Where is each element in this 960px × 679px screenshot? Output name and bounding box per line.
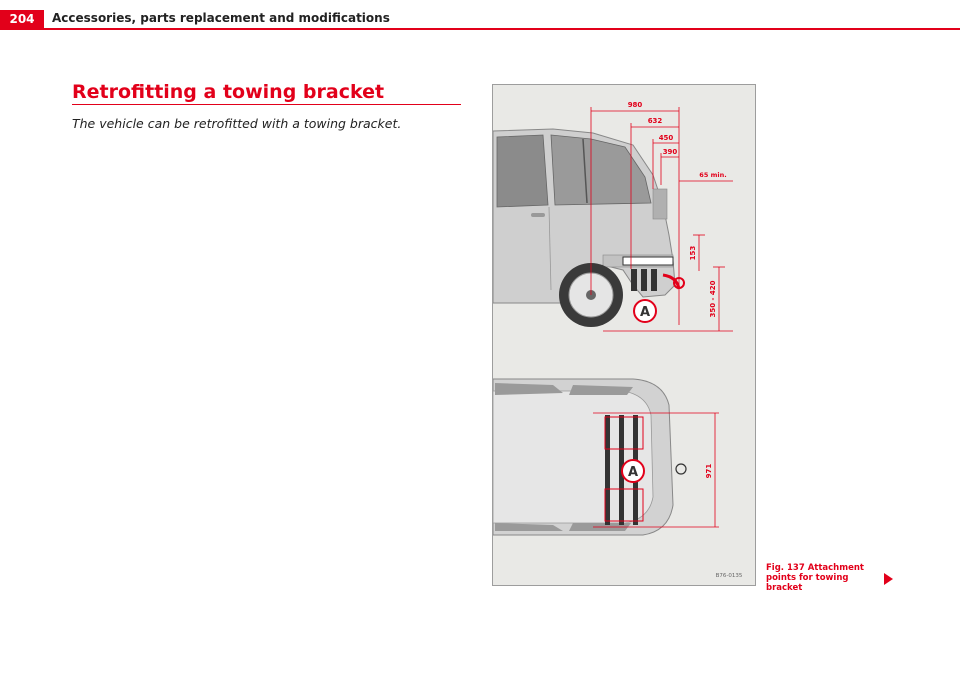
section-title: Retrofitting a towing bracket: [72, 81, 385, 103]
side-dimension-lines: [590, 107, 733, 331]
top-dimension-lines: [593, 412, 719, 528]
attachment-marker-top: A: [621, 459, 645, 483]
image-code: B76-0135: [716, 573, 743, 579]
header-rule: [0, 28, 960, 30]
dim-980-label: 980: [628, 101, 643, 109]
dim-450-label: 450: [659, 134, 674, 142]
figure-caption: Fig. 137 Attachment points for towing br…: [766, 563, 886, 593]
page-header: 204 Accessories, parts replacement and m…: [0, 0, 960, 30]
dim-153-label: 153: [689, 246, 697, 261]
marker-a-side-label: A: [640, 305, 650, 320]
figure-drawing: 980 632 450 390 65 min. 153 350 - 420 A: [493, 101, 743, 579]
dim-632-label: 632: [648, 117, 663, 125]
intro-text: The vehicle can be retrofitted with a to…: [72, 116, 402, 131]
caption-line-1: Fig. 137 Attachment: [766, 563, 864, 573]
page-number: 204: [0, 10, 44, 28]
car-side-view: [493, 128, 733, 332]
dim-971-label: 971: [705, 464, 713, 479]
dim-65min-label: 65 min.: [699, 171, 726, 179]
caption-line-2: points for towing bracket: [766, 573, 849, 593]
marker-a-top-label: A: [628, 465, 638, 480]
chapter-title: Accessories, parts replacement and modif…: [52, 11, 390, 25]
continue-arrow-icon: [884, 573, 893, 585]
dim-390-label: 390: [663, 148, 678, 156]
car-top-view: [493, 378, 687, 536]
attachment-marker-side: A: [633, 299, 657, 323]
dim-350-420-label: 350 - 420: [709, 280, 717, 317]
towing-bracket-figure: 980 632 450 390 65 min. 153 350 - 420 A: [492, 84, 756, 586]
section-rule: [72, 104, 461, 105]
